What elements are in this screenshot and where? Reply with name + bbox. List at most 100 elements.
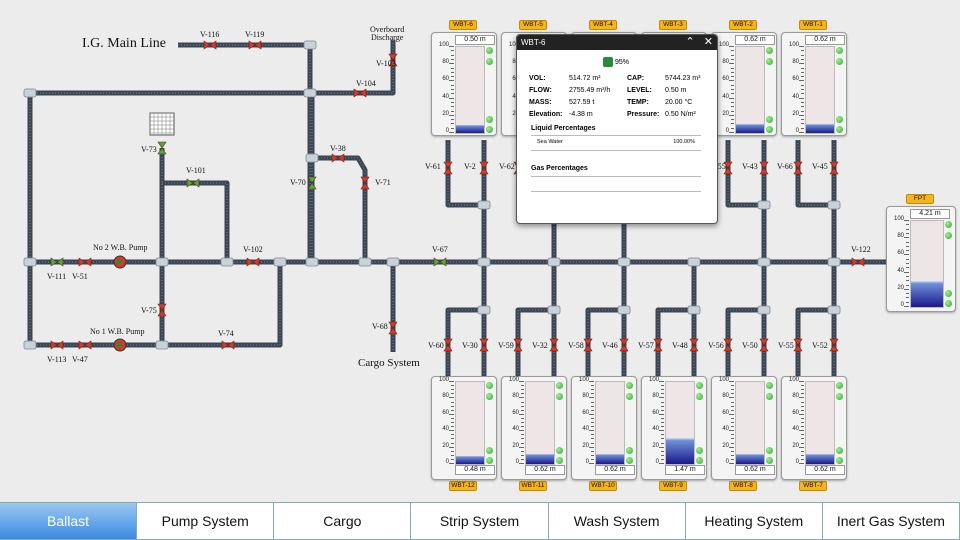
scale-label: 0 [445, 459, 449, 465]
valve-36[interactable] [793, 338, 803, 352]
scale-tick [521, 434, 524, 436]
status-led [556, 447, 563, 454]
valve-14[interactable] [221, 340, 235, 350]
chevron-up-icon[interactable]: ⌃ [685, 36, 695, 48]
tank-tag[interactable]: WBT-2 [729, 20, 757, 30]
scale-tick [449, 430, 454, 432]
tank-body [805, 381, 835, 465]
nav-tab-pump-system[interactable]: Pump System [137, 502, 275, 540]
valve-27[interactable] [479, 338, 489, 352]
nav-tab-ballast[interactable]: Ballast [0, 502, 138, 540]
valve-6[interactable] [331, 153, 345, 163]
scale-tick [729, 463, 734, 464]
tank-tag[interactable]: WBT-7 [799, 481, 827, 491]
scale-tick [731, 422, 734, 423]
valve-7[interactable] [307, 176, 317, 190]
valve-30[interactable] [583, 338, 593, 352]
nav-tab-wash-system[interactable]: Wash System [548, 502, 686, 540]
valve-8[interactable] [360, 176, 370, 190]
valve-37[interactable] [829, 338, 839, 352]
valve-23[interactable] [793, 161, 803, 175]
scale-label: 60 [652, 409, 659, 416]
valve-18[interactable] [443, 161, 453, 175]
tank-tag[interactable]: WBT-3 [659, 20, 687, 30]
valve-19[interactable] [479, 161, 489, 175]
tank-tag[interactable]: WBT-6 [449, 20, 477, 30]
nav-tab-heating-system[interactable]: Heating System [685, 502, 823, 540]
valve-4[interactable] [157, 141, 167, 155]
valve-24[interactable] [829, 161, 839, 175]
scale-tick [659, 430, 664, 432]
valve-32[interactable] [653, 338, 663, 352]
tank-tag[interactable]: WBT-11 [519, 481, 547, 491]
tank-tag[interactable]: WBT-1 [799, 20, 827, 30]
scale-label: 60 [582, 409, 589, 416]
valve-31[interactable] [619, 338, 629, 352]
tank-level-reading: 0.48 m [455, 465, 495, 475]
valve-22[interactable] [759, 161, 769, 175]
valve-25[interactable] [851, 257, 865, 267]
scale-tick [591, 393, 594, 395]
scale-tick [906, 293, 909, 295]
valve-29[interactable] [549, 338, 559, 352]
valve-1[interactable] [248, 40, 262, 50]
ballast-diagram: I.G. Main Line Overboard Discharge Cargo… [23, 20, 956, 491]
valve-13[interactable] [157, 303, 167, 317]
valve-33[interactable] [689, 338, 699, 352]
close-icon[interactable]: ✕ [703, 36, 713, 48]
scale-label: 60 [722, 76, 729, 83]
scale-label: 40 [792, 93, 799, 100]
valve-16[interactable] [50, 340, 64, 350]
tank-level-reading: 0.62 m [805, 35, 845, 45]
valve-9[interactable] [50, 257, 64, 267]
nav-tab-cargo[interactable]: Cargo [274, 502, 412, 540]
valve-34[interactable] [723, 338, 733, 352]
valve-2[interactable] [388, 53, 398, 67]
valve-12[interactable] [433, 257, 447, 267]
valve-35[interactable] [759, 338, 769, 352]
status-led [696, 447, 703, 454]
nav-tab-inert-gas-system[interactable]: Inert Gas System [822, 502, 960, 540]
valve-26[interactable] [443, 338, 453, 352]
nav-tab-strip-system[interactable]: Strip System [411, 502, 549, 540]
tank-tag[interactable]: WBT-4 [589, 20, 617, 30]
scale-tick [451, 450, 454, 452]
status-led [766, 126, 773, 133]
status-led [836, 126, 843, 133]
scale-tick [451, 422, 454, 423]
valve-15[interactable] [388, 321, 398, 335]
pipe-highlight [178, 44, 311, 262]
scale-tick [449, 463, 454, 464]
tank-tag[interactable]: WBT-8 [729, 481, 757, 491]
tank-fill [806, 123, 834, 133]
valve-11[interactable] [246, 257, 260, 267]
valve-label: V-111 [47, 272, 67, 281]
valve-label: V-67 [432, 245, 448, 254]
tank-tag[interactable]: WBT-9 [659, 481, 687, 491]
tank-tag[interactable]: FPT [906, 194, 934, 204]
valve-10[interactable] [78, 257, 92, 267]
valve-3[interactable] [353, 88, 367, 98]
valve-21[interactable] [723, 161, 733, 175]
scale-tick [731, 389, 734, 391]
status-led [766, 58, 773, 65]
valve-5[interactable] [186, 178, 200, 188]
valve-28[interactable] [513, 338, 523, 352]
tank-tag[interactable]: WBT-12 [449, 481, 477, 491]
valve-0[interactable] [203, 40, 217, 50]
tank-tag[interactable]: WBT-10 [589, 481, 617, 491]
scale-label: 100 [648, 377, 659, 383]
valve-17[interactable] [78, 340, 92, 350]
tank-tag[interactable]: WBT-5 [519, 20, 547, 30]
pipe-highlight [797, 140, 835, 262]
